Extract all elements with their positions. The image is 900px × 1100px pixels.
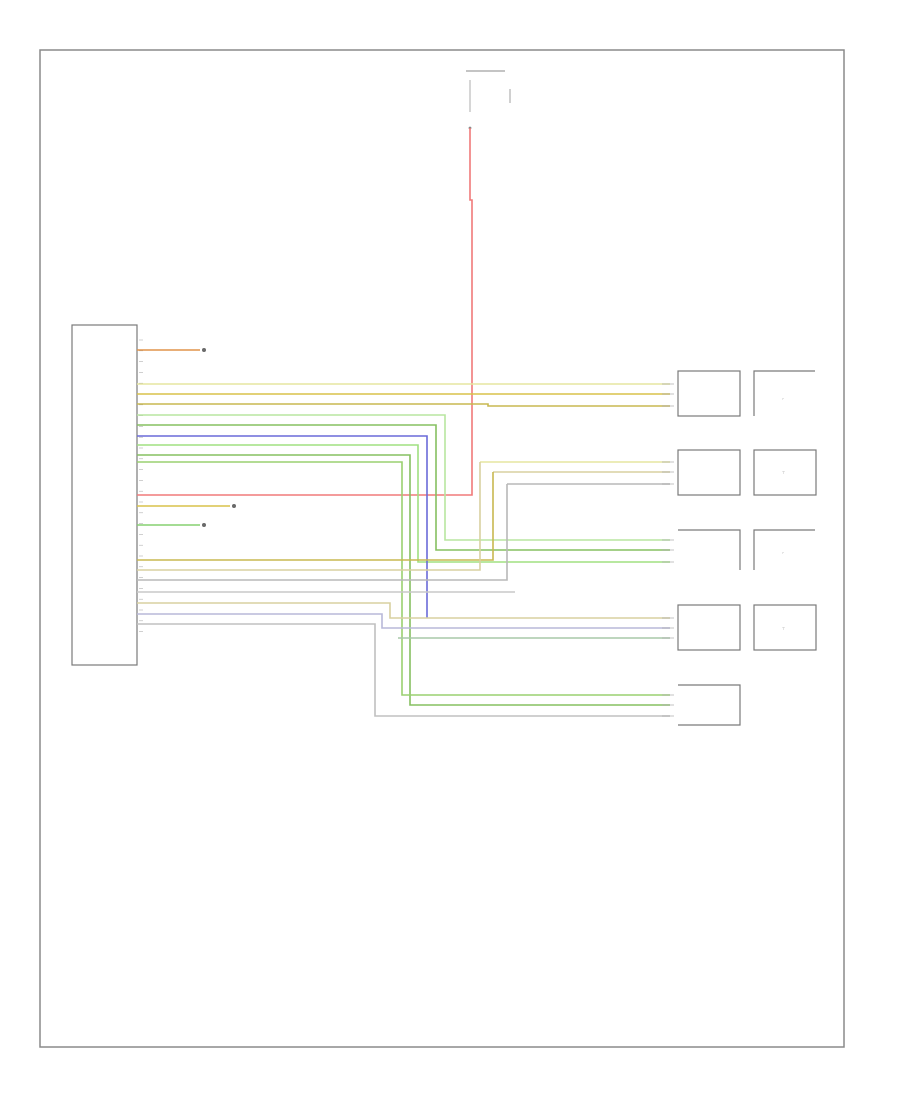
speaker-symbol-1: ⌐ xyxy=(782,397,784,401)
speaker-symbol-2: ⊤ xyxy=(782,471,785,475)
speaker-boxes: ⌐ ⊤ ⌐ ⊤ xyxy=(677,370,817,726)
wire-green-2 xyxy=(137,424,670,551)
top-power-source xyxy=(466,70,511,130)
wire-red-power xyxy=(137,128,473,496)
wire-green-5 xyxy=(137,461,670,696)
side-connector-3 xyxy=(202,523,206,527)
speaker-6 xyxy=(753,529,815,570)
side-connector-2 xyxy=(232,504,236,508)
speaker-symbol-3: ⌐ xyxy=(782,551,784,555)
wire-green-3 xyxy=(137,444,670,563)
speaker-4 xyxy=(753,449,817,496)
wire-bundle-1c xyxy=(137,403,670,407)
speaker-1 xyxy=(677,370,741,417)
wire-row4-b xyxy=(137,613,670,629)
speaker-3 xyxy=(677,449,741,496)
speaker-9 xyxy=(678,684,741,726)
wires xyxy=(137,128,670,717)
diagram-frame xyxy=(39,49,845,1048)
speaker-7 xyxy=(677,604,741,651)
module-box xyxy=(71,324,138,666)
speaker-8 xyxy=(753,604,817,651)
speaker-2 xyxy=(753,370,815,416)
wire-gray-low-3 xyxy=(137,484,508,581)
wire-green-1 xyxy=(137,414,670,541)
control-module xyxy=(71,324,143,666)
wire-yellow-low-2 xyxy=(137,462,481,571)
wire-blue xyxy=(137,435,428,618)
side-connector-1 xyxy=(202,348,206,352)
wire-row4-c xyxy=(137,623,670,717)
wire-row4-a xyxy=(137,602,670,619)
wire-yellow-low-1 xyxy=(137,472,494,561)
speaker-symbol-4: ⊤ xyxy=(782,627,785,631)
speaker-5 xyxy=(678,529,741,570)
pin-markers xyxy=(662,383,674,717)
